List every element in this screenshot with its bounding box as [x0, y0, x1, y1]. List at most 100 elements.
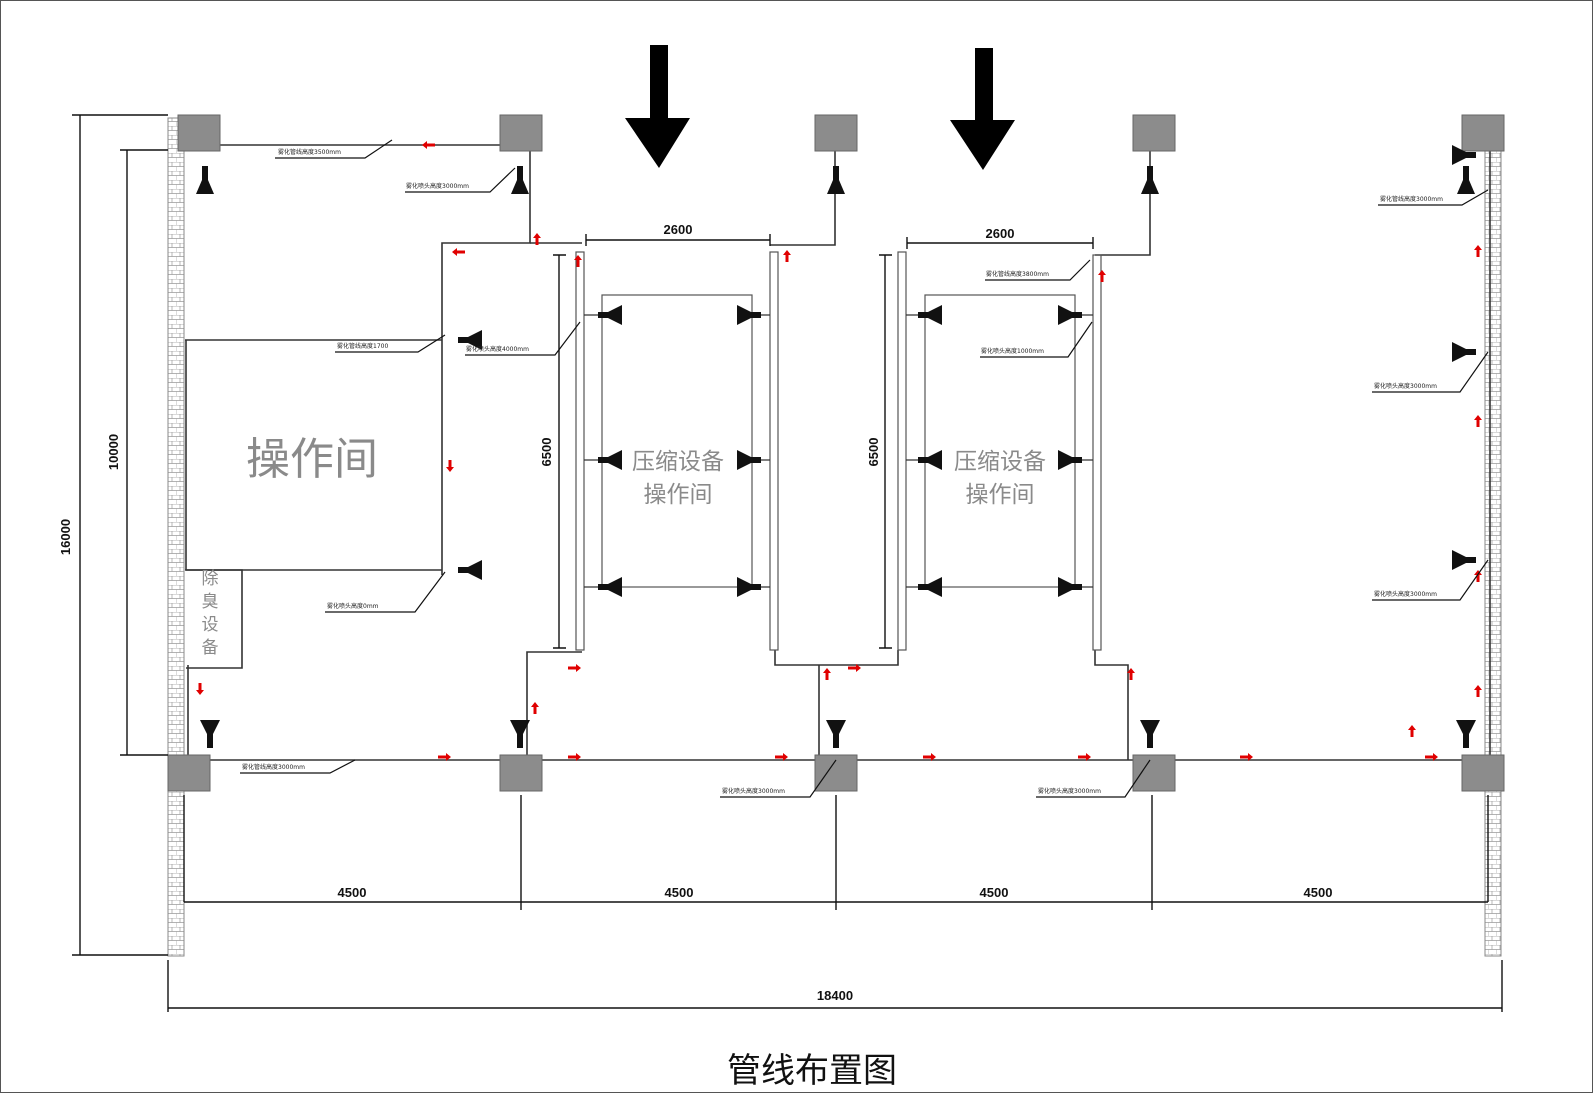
nozzle-stem — [833, 166, 839, 180]
nozzle-head — [510, 720, 530, 734]
column-5 — [1461, 114, 1505, 152]
nozzle-side-23 — [1058, 450, 1082, 470]
flow-arrow-right-4 — [775, 753, 788, 761]
nozzle-head — [737, 450, 751, 470]
svg-text:操作间: 操作间 — [644, 482, 713, 508]
nozzle-down-4 — [1141, 166, 1159, 194]
column-1 — [177, 114, 221, 152]
note-3: 雾化管线高度1700 — [337, 342, 388, 350]
nozzle-head — [1452, 145, 1466, 165]
svg-text:压缩设备: 压缩设备 — [954, 449, 1046, 475]
flow-arrow-left-11 — [452, 248, 465, 256]
dim-total-width: 18400 — [817, 988, 853, 1003]
flow-arrow-up-12 — [533, 233, 541, 245]
flow-arrow-up-13 — [574, 255, 582, 267]
flow-arrow-right-5 — [848, 664, 861, 672]
nozzle-head — [928, 450, 942, 470]
deodor-label: 除 臭 设 备 — [202, 569, 219, 658]
nozzle-head — [468, 560, 482, 580]
compress-room-1 — [575, 251, 779, 651]
note-13: 雾化喷头高度3000mm — [1374, 590, 1437, 598]
nozzle-head — [511, 180, 529, 194]
nozzle-head — [608, 577, 622, 597]
leader-lines — [240, 139, 1489, 798]
svg-text:备: 备 — [202, 638, 219, 658]
dimension-lines — [72, 114, 1503, 1012]
nozzle-side-24 — [1058, 577, 1082, 597]
nozzle-side-15 — [598, 577, 622, 597]
nozzle-stem — [1072, 584, 1082, 590]
nozzle-side-26 — [1452, 550, 1476, 570]
nozzle-head — [608, 450, 622, 470]
nozzle-up-9 — [1140, 720, 1160, 748]
flow-arrow-up-23 — [1127, 668, 1135, 680]
dim-room1-height: 6500 — [539, 438, 554, 467]
nozzle-head — [1452, 550, 1466, 570]
nozzle-side-19 — [918, 305, 942, 325]
note-5: 雾化喷头高度0mm — [327, 602, 379, 610]
svg-text:压缩设备: 压缩设备 — [632, 449, 724, 475]
nozzle-side-11 — [458, 330, 482, 350]
flow-arrow-down-25 — [196, 683, 204, 695]
nozzle-head — [608, 305, 622, 325]
nozzle-stem — [1466, 152, 1476, 158]
dim-bay-1: 4500 — [338, 885, 367, 900]
nozzle-head — [737, 577, 751, 597]
arrow-down-1 — [625, 45, 690, 168]
nozzle-stem — [598, 312, 608, 318]
nozzle-side-12 — [458, 560, 482, 580]
nozzle-stem — [1463, 734, 1469, 748]
nozzle-side-20 — [918, 450, 942, 470]
column-10 — [1461, 754, 1505, 792]
note-4: 雾化喷头高度4000mm — [466, 345, 529, 353]
nozzle-head — [928, 305, 942, 325]
nozzle-stem — [1147, 166, 1153, 180]
nozzle-stem — [833, 734, 839, 748]
flow-arrow-right-3 — [568, 664, 581, 672]
nozzle-stem — [1466, 349, 1476, 355]
note-2: 雾化喷头高度3000mm — [406, 182, 469, 190]
height-notes: 雾化管线高度3500mm 雾化喷头高度3000mm 雾化管线高度1700 雾化喷… — [242, 148, 1443, 795]
flow-arrow-right-8 — [1240, 753, 1253, 761]
nozzle-head — [1058, 577, 1072, 597]
nozzle-stem — [1466, 557, 1476, 563]
nozzle-side-18 — [737, 577, 761, 597]
svg-text:操作间: 操作间 — [966, 482, 1035, 508]
nozzle-stem — [598, 457, 608, 463]
compress-room-1-label: 压缩设备 操作间 — [632, 449, 724, 508]
nozzle-stem — [202, 166, 208, 180]
dim-bay-3: 4500 — [980, 885, 1009, 900]
nozzle-stem — [207, 734, 213, 748]
nozzle-side-22 — [1058, 305, 1082, 325]
nozzle-head — [1058, 450, 1072, 470]
nozzle-stem — [918, 457, 928, 463]
nozzle-stem — [918, 312, 928, 318]
dim-room2-height: 6500 — [866, 438, 881, 467]
nozzle-side-14 — [598, 450, 622, 470]
dim-inner-height: 10000 — [106, 434, 121, 470]
arrow-down-2 — [950, 48, 1015, 170]
note-6: 雾化管线高度3000mm — [242, 763, 305, 771]
flow-arrow-up-21 — [531, 702, 539, 714]
column-3 — [814, 114, 858, 152]
flow-arrow-up-17 — [1474, 415, 1482, 427]
nozzle-side-17 — [737, 450, 761, 470]
nozzle-up-7 — [510, 720, 530, 748]
nozzle-stem — [1147, 734, 1153, 748]
note-12: 雾化喷头高度3000mm — [1374, 382, 1437, 390]
nozzle-side-16 — [737, 305, 761, 325]
nozzle-stem — [918, 584, 928, 590]
svg-text:臭: 臭 — [202, 592, 219, 612]
pipe-network — [185, 144, 1491, 761]
note-11: 雾化管线高度3000mm — [1380, 195, 1443, 203]
nozzle-head — [1452, 342, 1466, 362]
compress-room-2 — [897, 251, 1102, 651]
nozzle-down-1 — [196, 166, 214, 194]
column-2 — [499, 114, 543, 152]
flow-arrow-right-2 — [568, 753, 581, 761]
nozzle-up-10 — [1456, 720, 1476, 748]
operation-room-label: 操作间 — [246, 434, 378, 485]
column-6 — [167, 754, 211, 792]
dim-total-height: 16000 — [58, 519, 73, 555]
